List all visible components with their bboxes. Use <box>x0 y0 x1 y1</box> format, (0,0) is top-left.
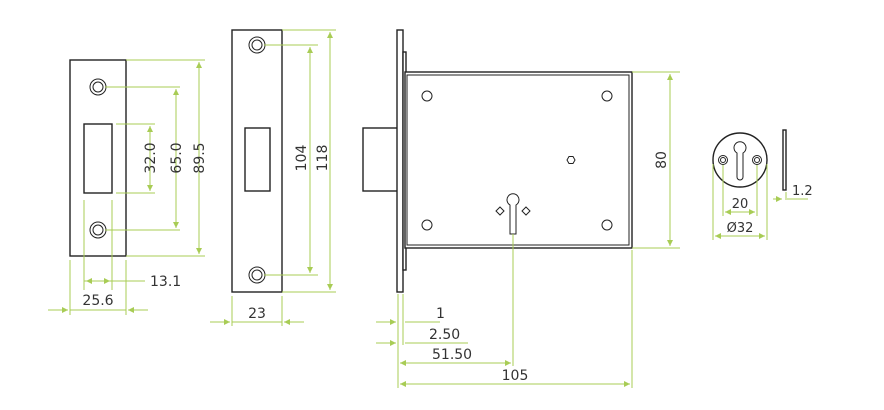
screw-hole-inner <box>251 39 263 51</box>
screw-hole-inner <box>92 81 104 93</box>
label-backset: 51.50 <box>432 347 472 363</box>
fixing-hole <box>421 219 433 231</box>
strike-plate-2: 104 118 23 <box>210 29 336 326</box>
label-hole-spacing: 65.0 <box>169 142 185 173</box>
label-depth: 105 <box>502 368 529 384</box>
screw-hole <box>752 155 762 165</box>
label-width: 25.6 <box>82 293 113 309</box>
lock-case <box>404 71 633 249</box>
label-diameter: Ø32 <box>727 221 754 236</box>
label-slot-width: 13.1 <box>150 274 181 290</box>
fixing-hole <box>421 90 433 102</box>
escutcheon: 20 Ø32 1.2 <box>712 129 813 240</box>
strike-plate-2-outline <box>231 29 283 293</box>
extension-lines <box>712 164 787 240</box>
lock-case-inner <box>406 74 630 246</box>
screw-hole-inner <box>754 157 760 163</box>
diamond-mark <box>495 206 505 216</box>
keyhole <box>506 193 520 235</box>
escutcheon-plate <box>712 132 768 188</box>
latch-bolt <box>362 127 399 192</box>
label-height: 89.5 <box>192 142 208 173</box>
extension-lines <box>69 59 205 315</box>
label-height: 118 <box>315 145 331 172</box>
label-thickness: 1.2 <box>792 184 813 199</box>
strike-plate-1: 89.5 65.0 32.0 13.1 25.6 <box>48 59 208 315</box>
screw-hole-inner <box>720 157 726 163</box>
label-hole-spacing: 20 <box>732 197 749 212</box>
fixing-hole <box>601 90 613 102</box>
escutcheon-side-view <box>782 129 787 191</box>
screw-hole-inner <box>251 269 263 281</box>
label-body-height: 80 <box>654 151 670 169</box>
faceplate <box>396 29 404 293</box>
extension-lines <box>397 71 680 388</box>
label-slot-height: 32.0 <box>143 142 159 173</box>
screw-hole-inner <box>92 224 104 236</box>
label-width: 23 <box>248 306 266 322</box>
label-faceplate-thickness: 1 <box>436 306 445 322</box>
escutcheon-keyhole <box>733 141 747 181</box>
extension-lines <box>231 29 336 326</box>
label-hole-spacing: 104 <box>294 145 310 172</box>
latch-slot <box>244 127 271 192</box>
fixing-hole <box>601 219 613 231</box>
diamond-mark <box>521 206 531 216</box>
lock-body: 80 1 2.50 51.50 105 <box>362 29 680 388</box>
latch-slot <box>83 123 113 194</box>
hex-rivet <box>566 156 576 164</box>
label-offset: 2.50 <box>429 327 460 343</box>
screw-hole <box>718 155 728 165</box>
